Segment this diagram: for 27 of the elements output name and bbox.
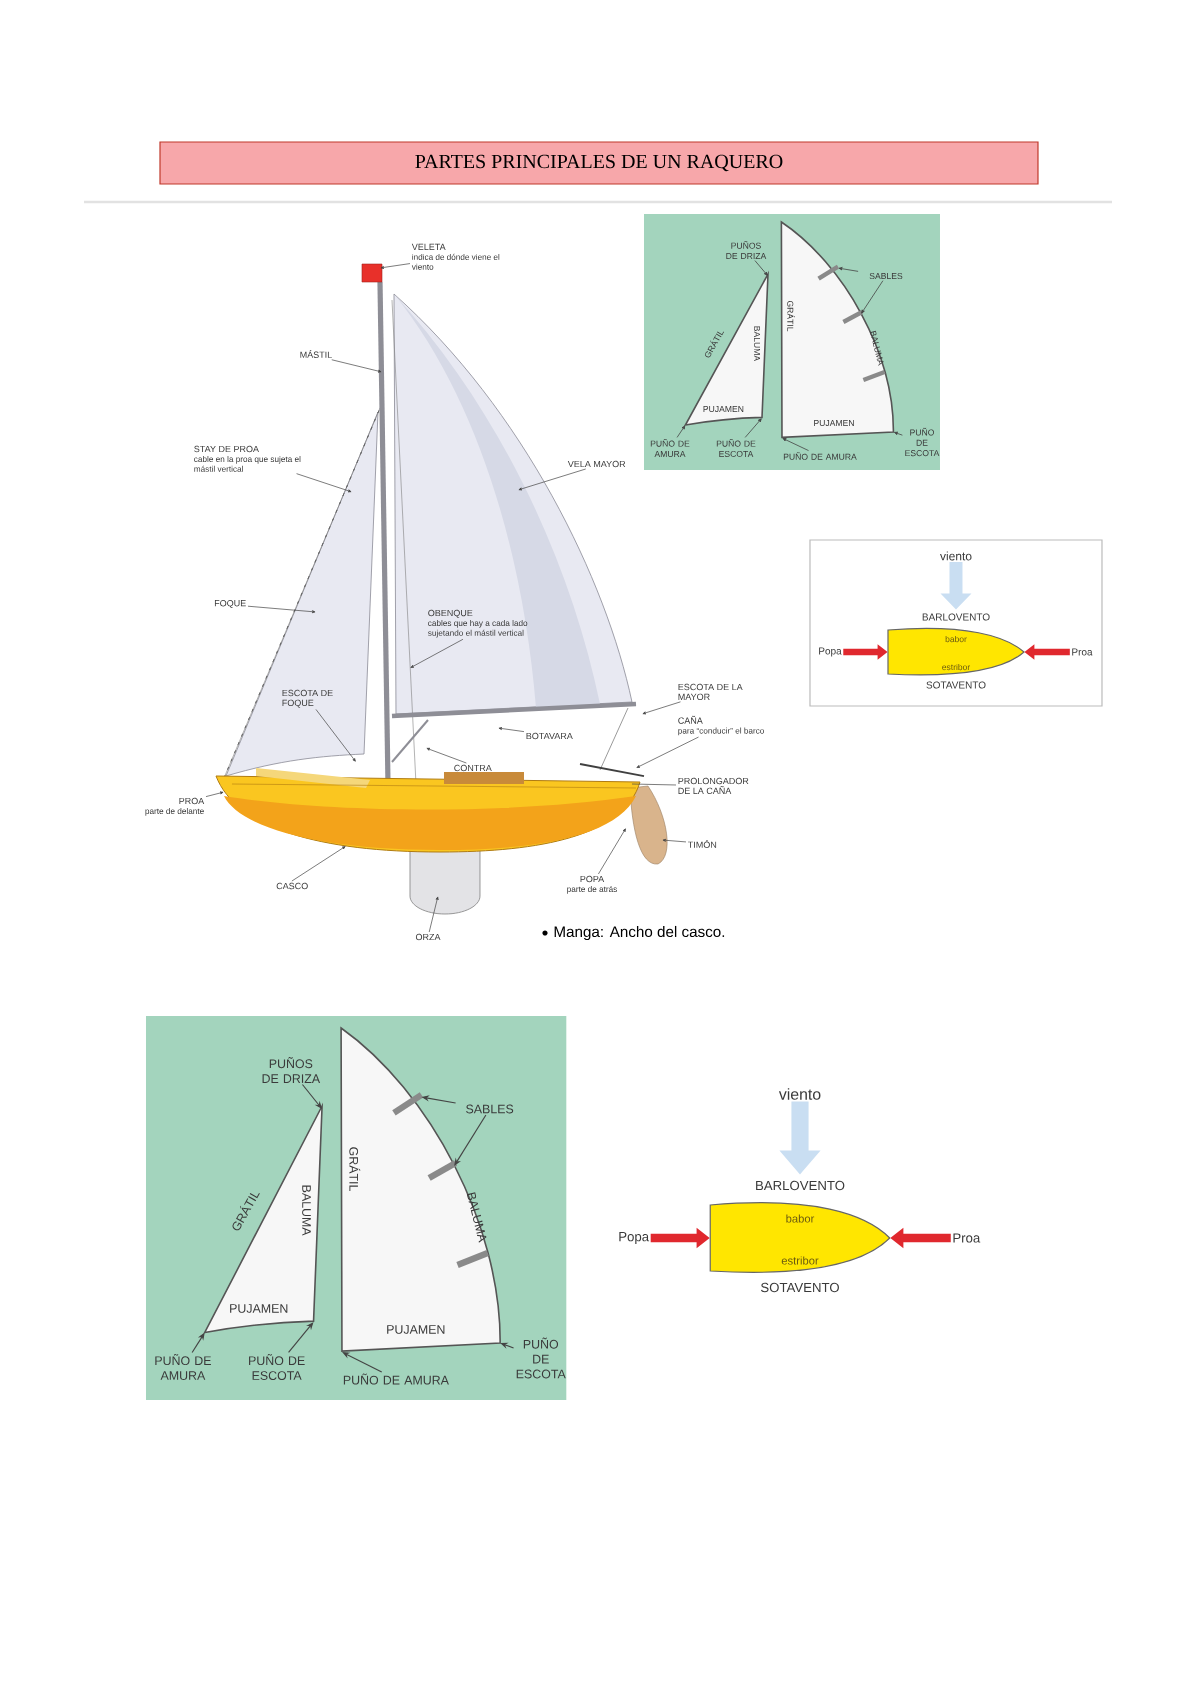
leader-line: [288, 1322, 314, 1354]
leader-line: [247, 605, 316, 614]
leader-line: [598, 828, 626, 875]
leader-line: [894, 431, 903, 436]
leader-line: [498, 727, 525, 732]
leader-line: [410, 638, 464, 668]
leader-line: [454, 1114, 487, 1166]
leader-line: [426, 747, 467, 764]
leader-line: [782, 438, 809, 451]
leader-line: [662, 838, 687, 843]
leader-line: [861, 280, 884, 314]
leader-line: [754, 260, 768, 276]
leader-line: [380, 263, 411, 269]
title-banner: PARTES PRINCIPALES DE UN RAQUERO: [159, 141, 1039, 185]
leader-line: [642, 701, 681, 715]
leader-line: [676, 425, 686, 438]
leader-line: [636, 736, 699, 768]
leader-line: [631, 783, 677, 786]
leader-line: [331, 359, 382, 373]
leader-line: [296, 473, 352, 493]
leader-line: [291, 846, 346, 882]
leader-line: [205, 791, 224, 797]
leader-line: [518, 468, 587, 491]
leader-line: [838, 267, 859, 272]
leader-line: [428, 896, 439, 933]
leader-line: [744, 418, 762, 438]
leader-line: [315, 709, 356, 762]
